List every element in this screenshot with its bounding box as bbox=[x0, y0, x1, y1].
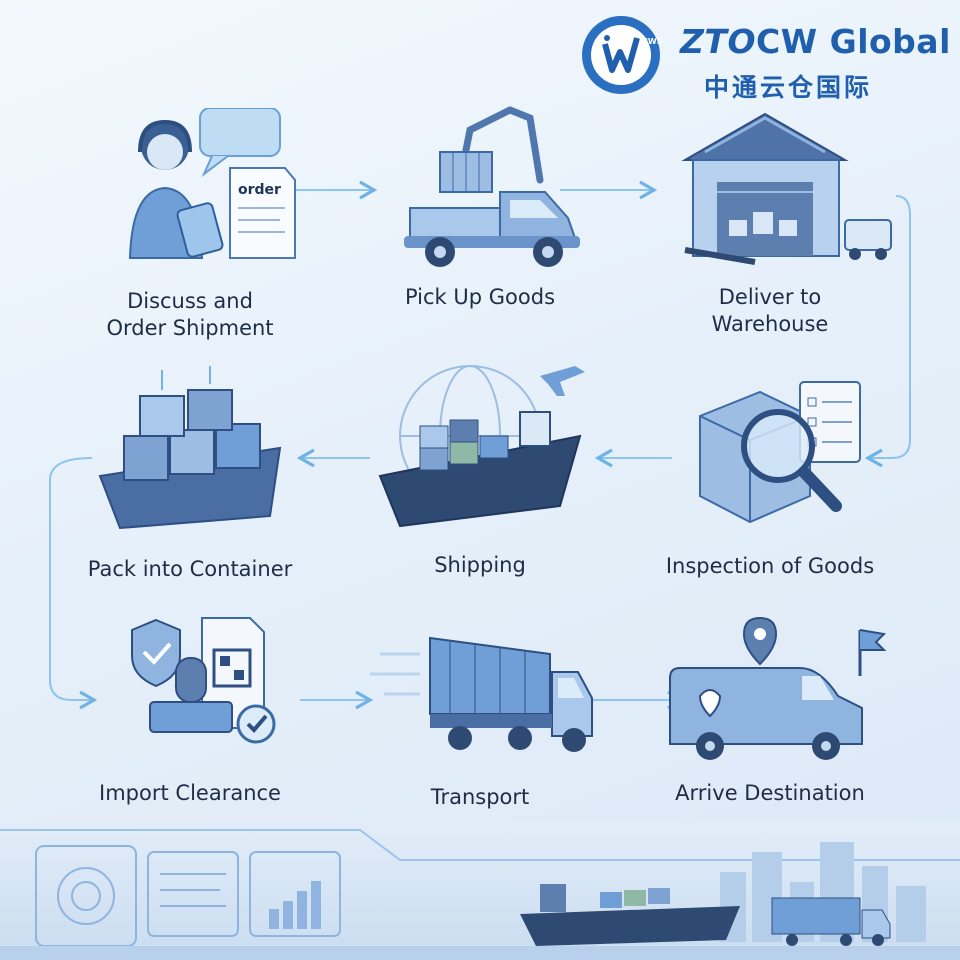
step-pick-up-goods: Pick Up Goods bbox=[330, 100, 630, 311]
step-transport: Transport bbox=[330, 614, 630, 811]
cargo-ship-icon bbox=[378, 365, 585, 528]
brand-name: ZTOCW Global bbox=[680, 22, 951, 61]
brand-name-chinese: 中通云仓国际 bbox=[704, 73, 873, 102]
agent-order-icon: order bbox=[128, 108, 296, 259]
customs-clearance-icon bbox=[131, 617, 276, 744]
step-label: Pick Up Goods bbox=[404, 285, 556, 309]
brand-name-prefix: ZTO bbox=[680, 22, 756, 61]
brand-seal-icon: CWST bbox=[582, 16, 662, 94]
step-label: Deliver to Warehouse bbox=[711, 285, 829, 336]
step-label: Discuss and Order Shipment bbox=[106, 289, 274, 340]
step-label: Shipping bbox=[434, 553, 526, 577]
step-discuss-order: order Discuss and Order Shipment bbox=[40, 108, 340, 342]
footer-ship-icon bbox=[520, 884, 740, 946]
warehouse-icon bbox=[681, 112, 892, 265]
inspection-icon bbox=[699, 381, 861, 524]
semi-truck-icon bbox=[370, 636, 593, 752]
step-deliver-to-warehouse: Deliver to Warehouse bbox=[620, 100, 920, 338]
step-label: Arrive Destination bbox=[675, 781, 865, 805]
brand-logo: CWST ZTOCW Global 中通云仓国际 bbox=[580, 14, 950, 104]
brand-name-suffix: CW Global bbox=[756, 22, 951, 61]
footer-truck-icon bbox=[771, 897, 891, 946]
arrow-6-7 bbox=[49, 457, 98, 710]
containers-icon bbox=[98, 366, 282, 530]
step-import-clearance: Import Clearance bbox=[40, 610, 340, 807]
footer-skyline-illustration bbox=[0, 822, 960, 960]
pickup-truck-icon bbox=[404, 106, 580, 267]
step-arrive-destination: Arrive Destination bbox=[620, 608, 920, 807]
delivery-van-icon bbox=[669, 616, 887, 760]
step-label: Import Clearance bbox=[99, 781, 281, 805]
seal-letters: CWST bbox=[642, 37, 662, 46]
step-pack-into-container: Pack into Container bbox=[40, 366, 340, 583]
step-label: Inspection of Goods bbox=[665, 554, 875, 578]
step-label: Pack into Container bbox=[87, 557, 293, 581]
order-doc-text: order bbox=[238, 182, 281, 198]
arrow-3-4 bbox=[864, 195, 911, 468]
step-shipping: Shipping bbox=[330, 356, 630, 579]
step-inspection-of-goods: Inspection of Goods bbox=[620, 376, 920, 580]
step-label: Transport bbox=[430, 785, 530, 809]
